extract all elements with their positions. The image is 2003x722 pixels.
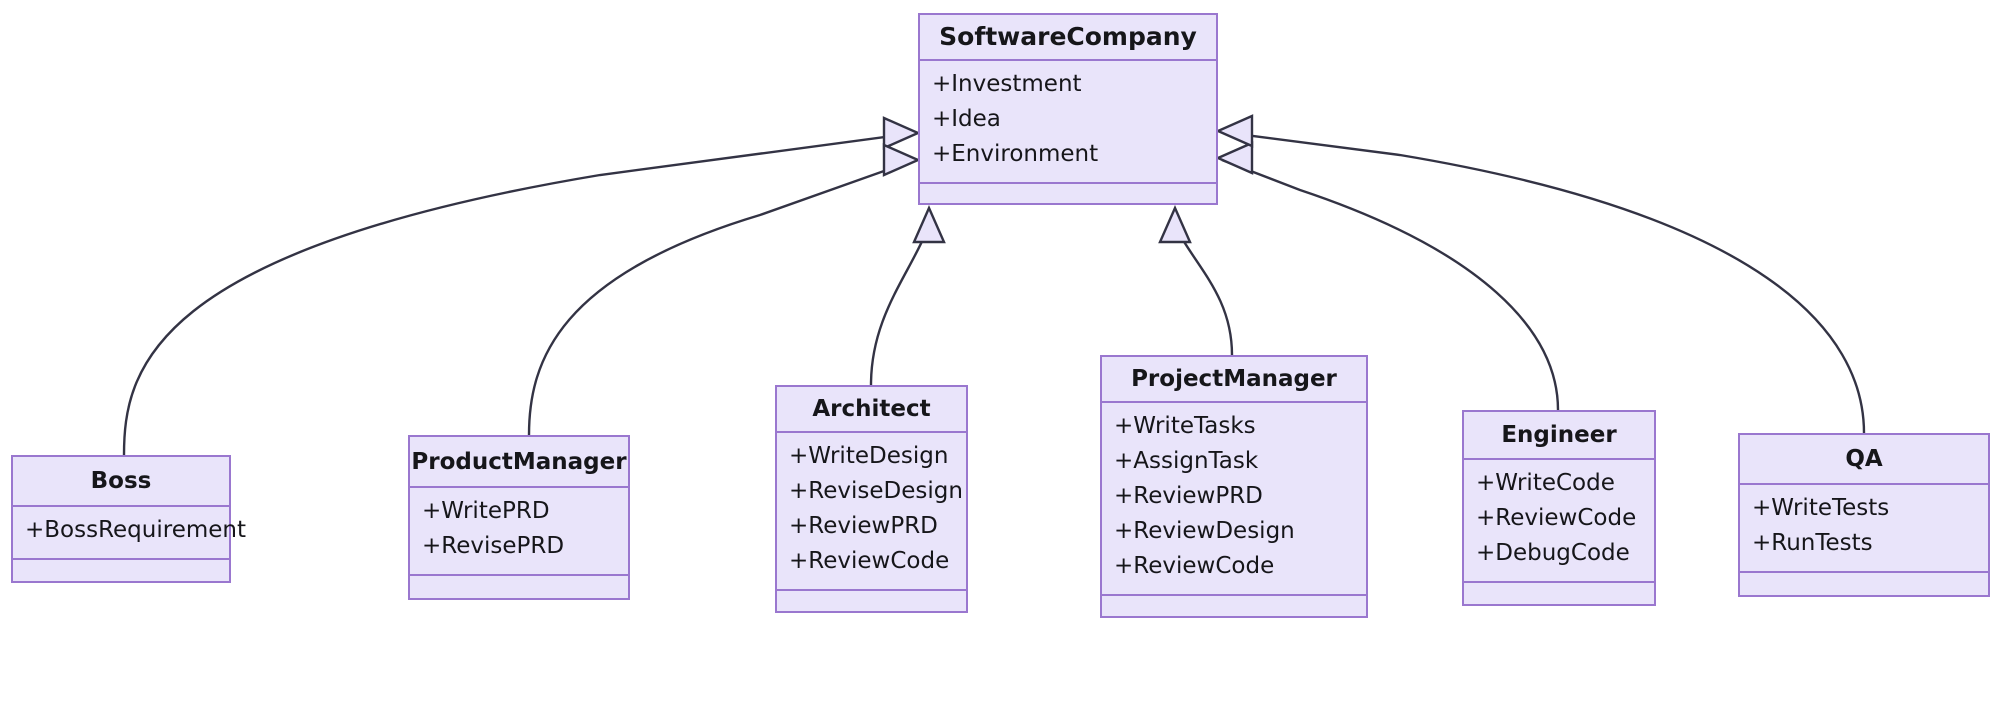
- class-methods: [1102, 596, 1366, 616]
- uml-class-architect[interactable]: Architect +WriteDesign +ReviseDesign +Revie…: [775, 385, 968, 613]
- inheritance-arrowhead: [882, 116, 921, 150]
- class-attributes: +Investment +Idea +Environment: [920, 61, 1216, 184]
- class-name: Engineer: [1464, 412, 1654, 460]
- uml-class-boss[interactable]: Boss +BossRequirement: [11, 455, 247, 583]
- class-methods: [410, 576, 628, 598]
- inheritance-arrowhead: [1215, 114, 1254, 148]
- class-attributes: +WritePRD +RevisePRD: [410, 488, 628, 577]
- class-methods: [920, 184, 1216, 203]
- class-attribute: +Investment: [932, 70, 1082, 97]
- inheritance-arrowhead: [1158, 205, 1192, 244]
- class-attributes: +WriteCode +ReviewCode +DebugCode: [1464, 460, 1654, 583]
- class-attribute: +WriteCode: [1476, 469, 1615, 496]
- generalization-edge: [869, 234, 927, 386]
- class-name: QA: [1740, 435, 1988, 485]
- class-attribute: +ReviewCode: [1114, 553, 1275, 580]
- class-methods: [1740, 573, 1988, 595]
- class-attribute: +BossRequirement: [25, 516, 247, 543]
- class-attribute: +RevisePRD: [422, 533, 565, 560]
- uml-class-qa[interactable]: QA +WriteTests +RunTests: [1738, 433, 1990, 597]
- class-attribute: +ReviewCode: [789, 547, 950, 574]
- class-name: ProjectManager: [1102, 357, 1366, 404]
- class-attribute: +ReviewPRD: [1114, 483, 1263, 510]
- class-attribute: +ReviewCode: [1476, 504, 1637, 531]
- class-methods: [13, 560, 229, 581]
- class-methods: [1464, 583, 1654, 604]
- class-name: Architect: [777, 387, 966, 433]
- class-attribute: +RunTests: [1752, 530, 1873, 556]
- class-attribute: +WriteTasks: [1114, 413, 1256, 440]
- class-attribute: +Environment: [932, 140, 1099, 167]
- class-attribute: +DebugCode: [1476, 539, 1630, 566]
- uml-class-softwarecompany[interactable]: SoftwareCompany +Investment +Idea +Environm…: [918, 13, 1218, 205]
- class-methods: [777, 591, 966, 611]
- uml-class-productmanager[interactable]: ProductManager +WritePRD +RevisePRD: [408, 435, 630, 600]
- generalization-edge: [1178, 234, 1234, 356]
- uml-class-engineer[interactable]: Engineer +WriteCode +ReviewCode +DebugCode: [1462, 410, 1656, 606]
- class-attribute: +Idea: [932, 105, 1001, 132]
- inheritance-arrowhead: [912, 205, 946, 244]
- inheritance-arrowhead: [882, 143, 921, 177]
- uml-class-projectmanager[interactable]: ProjectManager +WriteTasks +AssignTask +Rev…: [1100, 355, 1368, 618]
- class-attribute: +WriteTests: [1752, 495, 1890, 521]
- class-attribute: +ReviseDesign: [789, 477, 963, 504]
- class-attributes: +BossRequirement: [13, 507, 247, 560]
- class-name: ProductManager: [410, 437, 628, 489]
- class-attribute: +ReviewDesign: [1114, 518, 1295, 545]
- class-attribute: +WriteDesign: [789, 442, 949, 469]
- class-name: SoftwareCompany: [920, 15, 1216, 61]
- class-attribute: +WritePRD: [422, 498, 550, 525]
- class-attributes: +WriteTests +RunTests: [1740, 485, 1988, 573]
- class-attribute: +AssignTask: [1114, 448, 1259, 475]
- class-attributes: +WriteDesign +ReviseDesign +ReviewPRD +Revi…: [777, 433, 966, 591]
- class-name: Boss: [13, 457, 229, 507]
- class-attributes: +WriteTasks +AssignTask +ReviewPRD +ReviewD…: [1102, 403, 1366, 597]
- class-attribute: +ReviewPRD: [789, 512, 938, 539]
- inheritance-arrowhead: [1215, 141, 1254, 175]
